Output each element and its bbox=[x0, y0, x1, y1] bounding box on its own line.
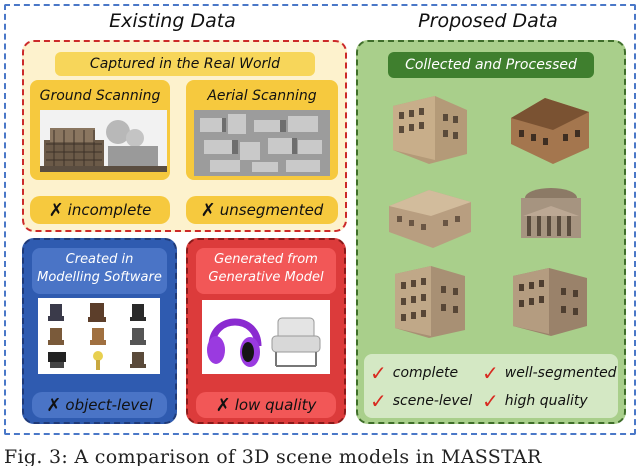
proposed-data-title: Proposed Data bbox=[418, 10, 558, 32]
check-item-complete: ✓ complete bbox=[370, 360, 490, 386]
check-label-complete: complete bbox=[392, 365, 459, 381]
low-quality-status: ✗ low quality bbox=[196, 392, 336, 418]
chair-icon bbox=[38, 298, 160, 374]
x-mark-icon: ✗ bbox=[46, 394, 62, 416]
generative-title-line2: Generative Model bbox=[208, 270, 324, 285]
collected-processed-label: Collected and Processed bbox=[388, 52, 594, 78]
check-mark-icon: ✓ bbox=[370, 389, 387, 413]
aerial-scan-terrain-icon bbox=[194, 110, 330, 176]
building-model-4 bbox=[505, 180, 595, 252]
armchair-icon bbox=[271, 317, 321, 367]
incomplete-status: ✗ incomplete bbox=[30, 196, 170, 224]
unsegmented-label: unsegmented bbox=[219, 201, 324, 219]
headphones-icon bbox=[202, 300, 330, 374]
existing-data-title: Existing Data bbox=[109, 10, 236, 32]
check-item-scene-level: ✓ scene-level bbox=[370, 388, 490, 414]
check-mark-icon: ✓ bbox=[370, 361, 387, 385]
advantages-box bbox=[364, 354, 618, 418]
x-mark-icon: ✗ bbox=[48, 199, 64, 221]
modelling-title-line2: Modelling Software bbox=[37, 270, 162, 285]
check-label-well-segmented: well-segmented bbox=[504, 365, 617, 381]
building-model-5 bbox=[385, 262, 475, 340]
aerial-scan-image bbox=[194, 110, 330, 176]
building-model-icon bbox=[395, 266, 465, 338]
check-label-high-quality: high quality bbox=[504, 393, 588, 409]
building-model-icon bbox=[389, 190, 471, 248]
generative-objects-image bbox=[202, 300, 330, 374]
check-mark-icon: ✓ bbox=[482, 389, 499, 413]
x-mark-icon: ✗ bbox=[215, 394, 231, 416]
modelling-title-card bbox=[32, 248, 167, 294]
ground-scan-image bbox=[40, 110, 167, 172]
generative-title-card bbox=[196, 248, 336, 294]
building-model-6 bbox=[505, 262, 595, 340]
building-model-2 bbox=[505, 88, 595, 168]
object-level-status: ✗ object-level bbox=[32, 392, 167, 418]
building-model-1 bbox=[385, 88, 475, 168]
figure-caption: Fig. 3: A comparison of 3D scene models … bbox=[4, 446, 542, 466]
check-mark-icon: ✓ bbox=[482, 361, 499, 385]
generative-title-line1: Generated from bbox=[214, 252, 318, 267]
check-item-well-segmented: ✓ well-segmented bbox=[482, 360, 618, 386]
object-level-label: object-level bbox=[65, 396, 153, 414]
incomplete-label: incomplete bbox=[67, 201, 152, 219]
captured-real-world-label: Captured in the Real World bbox=[55, 52, 315, 76]
building-model-3 bbox=[385, 180, 475, 252]
aerial-scanning-title: Aerial Scanning bbox=[207, 88, 317, 104]
ground-scan-pointcloud-icon bbox=[40, 110, 167, 172]
check-label-scene-level: scene-level bbox=[392, 393, 473, 409]
modelling-title-line1: Created in bbox=[65, 252, 134, 267]
unsegmented-status: ✗ unsegmented bbox=[186, 196, 338, 224]
building-model-icon bbox=[511, 98, 589, 164]
building-model-icon bbox=[393, 96, 467, 164]
building-model-icon bbox=[521, 188, 581, 238]
low-quality-label: low quality bbox=[234, 396, 317, 414]
ground-scanning-title: Ground Scanning bbox=[39, 88, 161, 104]
x-mark-icon: ✗ bbox=[200, 199, 216, 221]
outer-frame bbox=[4, 4, 636, 435]
modelling-chairs-image bbox=[38, 298, 160, 374]
check-item-high-quality: ✓ high quality bbox=[482, 388, 618, 414]
building-model-icon bbox=[513, 268, 587, 336]
